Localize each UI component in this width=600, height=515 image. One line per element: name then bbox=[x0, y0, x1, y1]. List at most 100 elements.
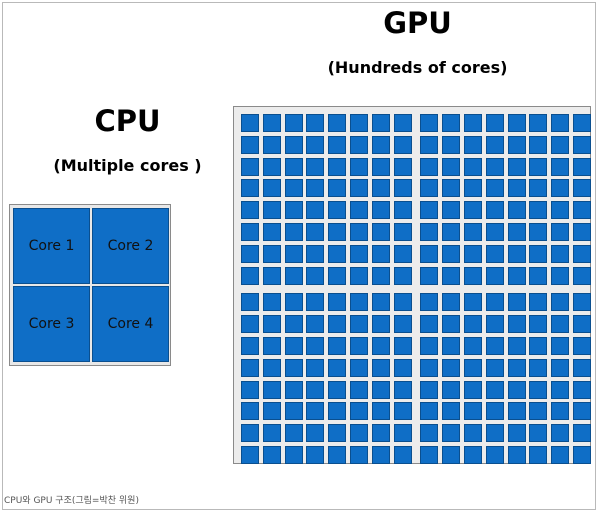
gpu-core bbox=[262, 446, 281, 464]
cpu-core: Core 1 bbox=[13, 208, 90, 284]
gpu-core bbox=[420, 358, 439, 377]
gpu-core-grid bbox=[233, 106, 591, 464]
gpu-core bbox=[371, 157, 390, 176]
gpu-core bbox=[350, 201, 368, 220]
gpu-core bbox=[262, 244, 281, 263]
gpu-core bbox=[464, 135, 482, 154]
gpu-core bbox=[442, 358, 461, 377]
gpu-core bbox=[284, 223, 303, 241]
gpu-core bbox=[328, 446, 347, 464]
gpu-core bbox=[241, 337, 259, 355]
gpu-core bbox=[507, 266, 526, 285]
gpu-core bbox=[328, 424, 347, 443]
cpu-core-label: Core 2 bbox=[107, 238, 154, 254]
gpu-core bbox=[507, 135, 526, 154]
gpu-core bbox=[284, 157, 303, 176]
gpu-core bbox=[262, 266, 281, 285]
diagram-frame bbox=[2, 2, 596, 510]
gpu-core bbox=[328, 358, 347, 377]
gpu-core bbox=[507, 358, 526, 377]
gpu-core bbox=[420, 424, 439, 443]
gpu-core bbox=[306, 201, 325, 220]
gpu-core bbox=[573, 157, 591, 176]
gpu-core bbox=[551, 266, 570, 285]
cpu-core-label: Core 4 bbox=[107, 316, 154, 332]
gpu-core bbox=[420, 114, 439, 132]
gpu-core bbox=[551, 157, 570, 176]
gpu-core bbox=[551, 380, 570, 399]
gpu-core bbox=[464, 157, 482, 176]
gpu-core bbox=[464, 358, 482, 377]
gpu-core bbox=[306, 179, 325, 198]
gpu-subtitle: (Hundreds of cores) bbox=[327, 58, 508, 77]
gpu-core bbox=[464, 223, 482, 241]
gpu-core bbox=[262, 380, 281, 399]
gpu-core bbox=[241, 114, 259, 132]
gpu-core bbox=[529, 293, 548, 312]
gpu-core bbox=[485, 402, 504, 421]
gpu-core bbox=[241, 358, 259, 377]
gpu-core bbox=[393, 135, 412, 154]
gpu-core bbox=[485, 315, 504, 334]
gpu-core bbox=[420, 223, 439, 241]
gpu-core bbox=[306, 358, 325, 377]
gpu-core bbox=[393, 380, 412, 399]
gpu-core bbox=[371, 223, 390, 241]
gpu-core bbox=[371, 446, 390, 464]
gpu-core bbox=[485, 266, 504, 285]
gpu-core bbox=[485, 114, 504, 132]
gpu-core bbox=[306, 293, 325, 312]
gpu-core bbox=[442, 293, 461, 312]
gpu-core bbox=[371, 244, 390, 263]
gpu-core bbox=[573, 293, 591, 312]
gpu-core bbox=[420, 266, 439, 285]
gpu-core bbox=[485, 293, 504, 312]
gpu-core bbox=[241, 179, 259, 198]
gpu-core bbox=[573, 223, 591, 241]
gpu-core bbox=[442, 337, 461, 355]
gpu-core bbox=[284, 201, 303, 220]
gpu-core bbox=[551, 402, 570, 421]
gpu-core bbox=[350, 380, 368, 399]
gpu-core bbox=[284, 135, 303, 154]
gpu-core bbox=[573, 402, 591, 421]
gpu-core bbox=[573, 380, 591, 399]
gpu-core bbox=[485, 244, 504, 263]
gpu-core bbox=[420, 337, 439, 355]
gpu-core bbox=[464, 446, 482, 464]
gpu-core bbox=[284, 402, 303, 421]
gpu-core bbox=[328, 179, 347, 198]
gpu-core bbox=[551, 135, 570, 154]
gpu-core bbox=[529, 402, 548, 421]
gpu-core bbox=[573, 337, 591, 355]
gpu-core bbox=[464, 266, 482, 285]
gpu-core bbox=[442, 135, 461, 154]
gpu-core bbox=[306, 337, 325, 355]
gpu-core bbox=[371, 402, 390, 421]
gpu-core bbox=[393, 446, 412, 464]
gpu-core bbox=[464, 380, 482, 399]
gpu-core bbox=[350, 223, 368, 241]
gpu-core bbox=[306, 424, 325, 443]
gpu-core bbox=[393, 402, 412, 421]
gpu-core bbox=[442, 266, 461, 285]
gpu-core bbox=[306, 223, 325, 241]
gpu-core bbox=[442, 157, 461, 176]
gpu-core bbox=[241, 446, 259, 464]
gpu-core bbox=[507, 315, 526, 334]
gpu-core bbox=[529, 179, 548, 198]
gpu-core bbox=[529, 114, 548, 132]
gpu-core bbox=[393, 157, 412, 176]
gpu-core bbox=[241, 380, 259, 399]
gpu-core bbox=[262, 157, 281, 176]
gpu-core bbox=[442, 446, 461, 464]
gpu-core bbox=[551, 114, 570, 132]
gpu-core bbox=[371, 114, 390, 132]
gpu-core bbox=[371, 337, 390, 355]
gpu-core bbox=[573, 179, 591, 198]
gpu-core bbox=[551, 223, 570, 241]
gpu-core bbox=[485, 201, 504, 220]
gpu-core bbox=[420, 244, 439, 263]
gpu-core bbox=[371, 179, 390, 198]
gpu-core bbox=[241, 157, 259, 176]
